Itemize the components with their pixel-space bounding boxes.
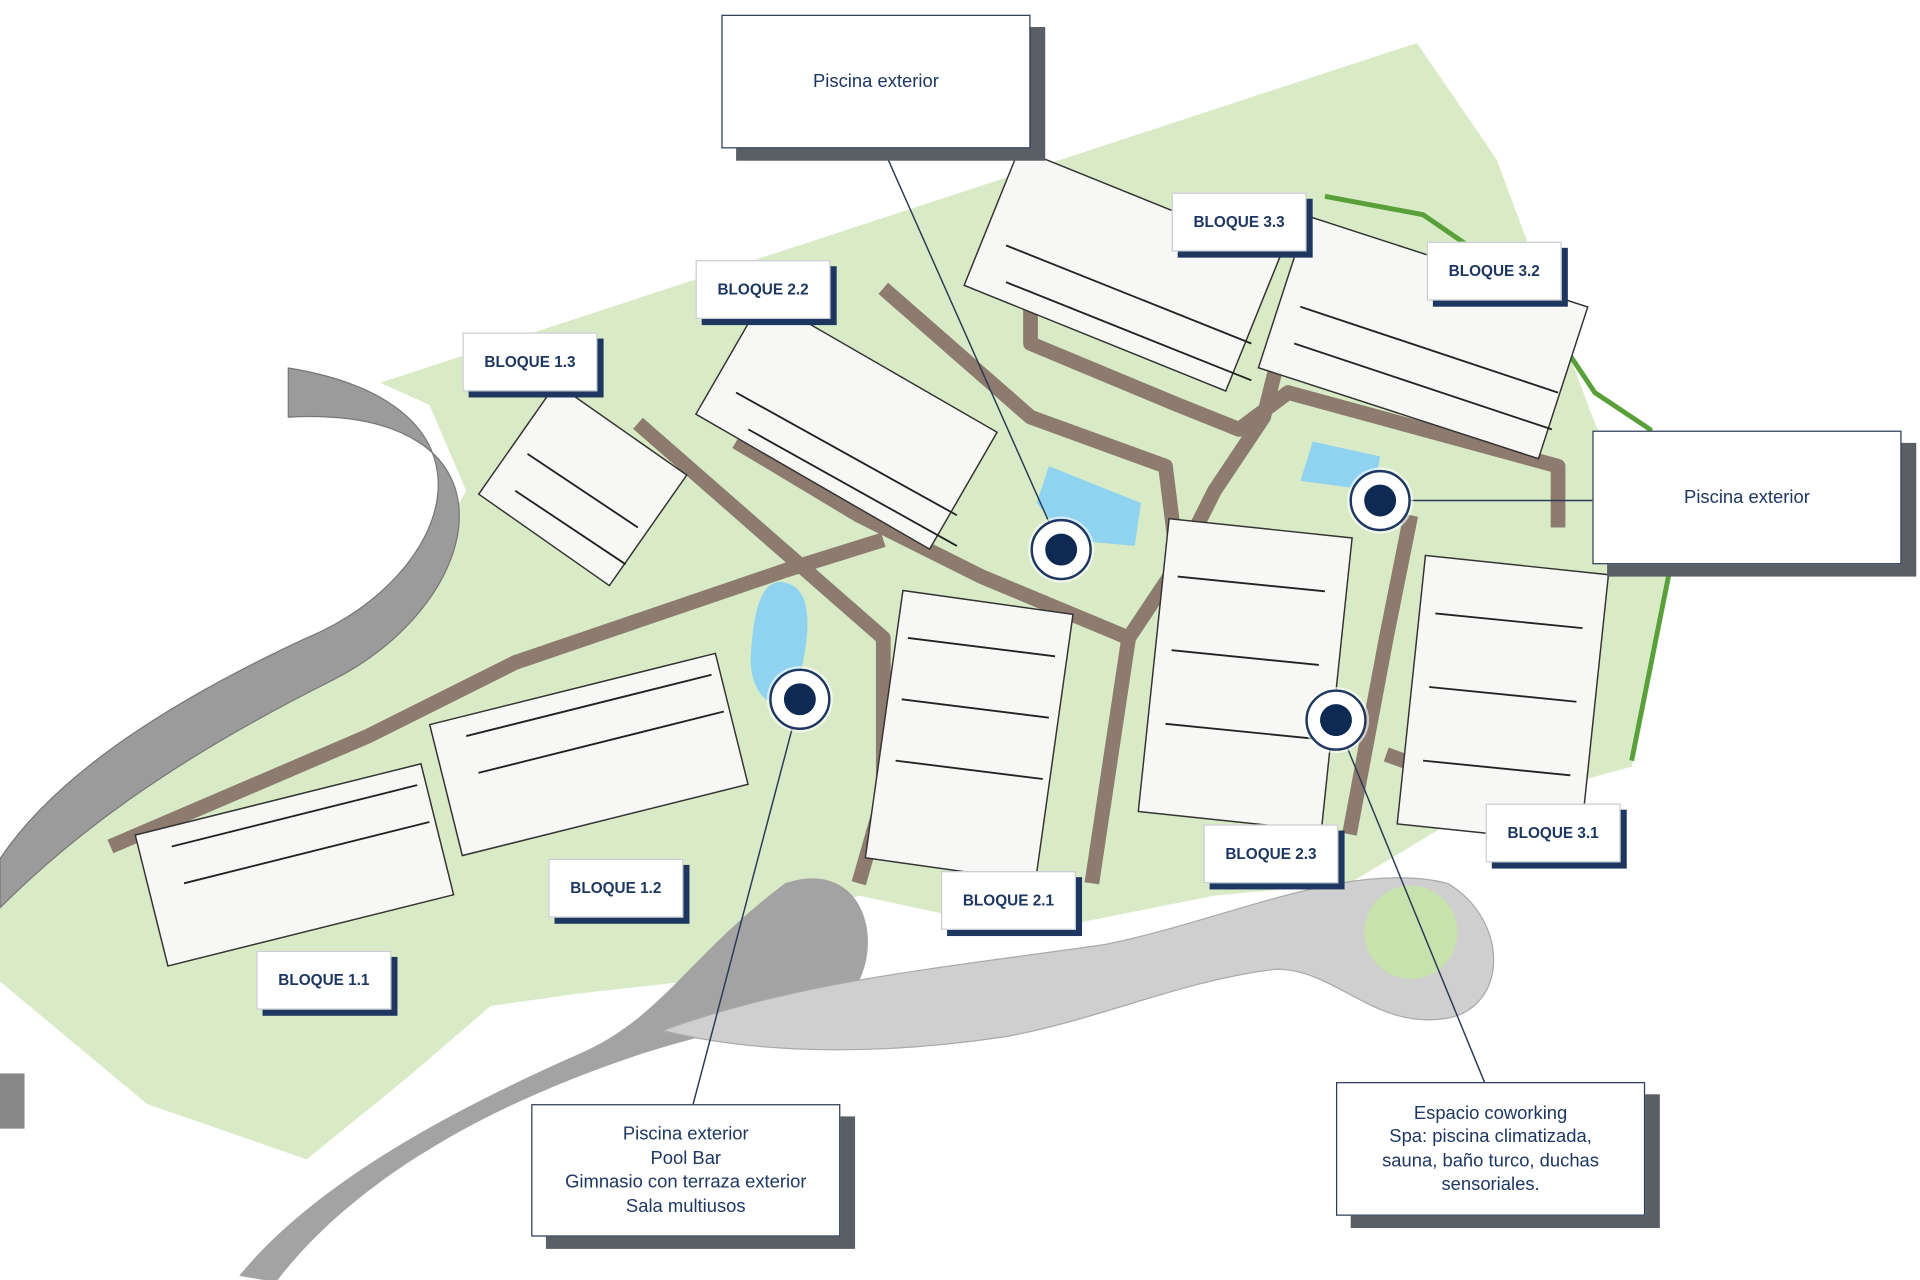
callout-text: Piscina exterior <box>622 1123 749 1145</box>
callout-pool-north: Piscina exterior <box>721 14 1031 149</box>
callout-text: sensoriales. <box>1441 1174 1540 1195</box>
access-road-curve <box>0 367 460 909</box>
callout-pool-west-amenities: Piscina exterior Pool Bar Gimnasio con t… <box>531 1104 841 1237</box>
callout-text: Piscina exterior <box>813 70 939 92</box>
amenity-marker-pool-west[interactable] <box>769 668 831 730</box>
marker-dot-icon <box>1364 484 1397 517</box>
block-label-3-3[interactable]: BLOQUE 3.3 <box>1171 192 1307 252</box>
callout-text: Spa: piscina climatizada, <box>1389 1126 1592 1148</box>
building-floorplan-hatching <box>171 244 1583 885</box>
amenity-marker-pool-east[interactable] <box>1349 469 1411 532</box>
block-label-1-2[interactable]: BLOQUE 1.2 <box>548 858 684 918</box>
block-label-2-1[interactable]: BLOQUE 2.1 <box>940 871 1076 930</box>
callout-pool-east: Piscina exterior <box>1592 430 1902 565</box>
callout-text: Piscina exterior <box>1684 486 1810 508</box>
callout-spa-coworking: Espacio coworking Spa: piscina climatiza… <box>1335 1082 1646 1216</box>
block-label-2-3[interactable]: BLOQUE 2.3 <box>1203 824 1339 884</box>
roundabout-road <box>660 877 1495 1051</box>
callout-text: sauna, baño turco, duchas <box>1382 1150 1599 1171</box>
callout-text: Gimnasio con terraza exterior <box>565 1171 807 1193</box>
left-edge-marker <box>0 1073 25 1129</box>
block-label-2-2[interactable]: BLOQUE 2.2 <box>695 260 831 319</box>
access-road-bottom <box>239 878 868 1280</box>
block-label-3-2[interactable]: BLOQUE 3.2 <box>1426 241 1562 301</box>
green-boundary <box>1324 193 1671 762</box>
block-label-1-1[interactable]: BLOQUE 1.1 <box>256 950 392 1010</box>
marker-dot-icon <box>1320 704 1352 737</box>
block-label-1-3[interactable]: BLOQUE 1.3 <box>462 332 598 392</box>
marker-dot-icon <box>1045 533 1078 566</box>
callout-leaders <box>692 156 1593 1105</box>
marker-dot-icon <box>783 683 816 716</box>
roundabout-island <box>1364 885 1458 979</box>
buildings <box>134 147 1610 967</box>
block-label-3-1[interactable]: BLOQUE 3.1 <box>1485 803 1621 863</box>
amenity-marker-spa[interactable] <box>1305 689 1367 751</box>
callout-text: Sala multiusos <box>625 1195 746 1217</box>
callout-text: Pool Bar <box>650 1147 722 1169</box>
callout-text: Espacio coworking <box>1413 1102 1568 1124</box>
amenity-marker-pool-north[interactable] <box>1030 518 1092 581</box>
